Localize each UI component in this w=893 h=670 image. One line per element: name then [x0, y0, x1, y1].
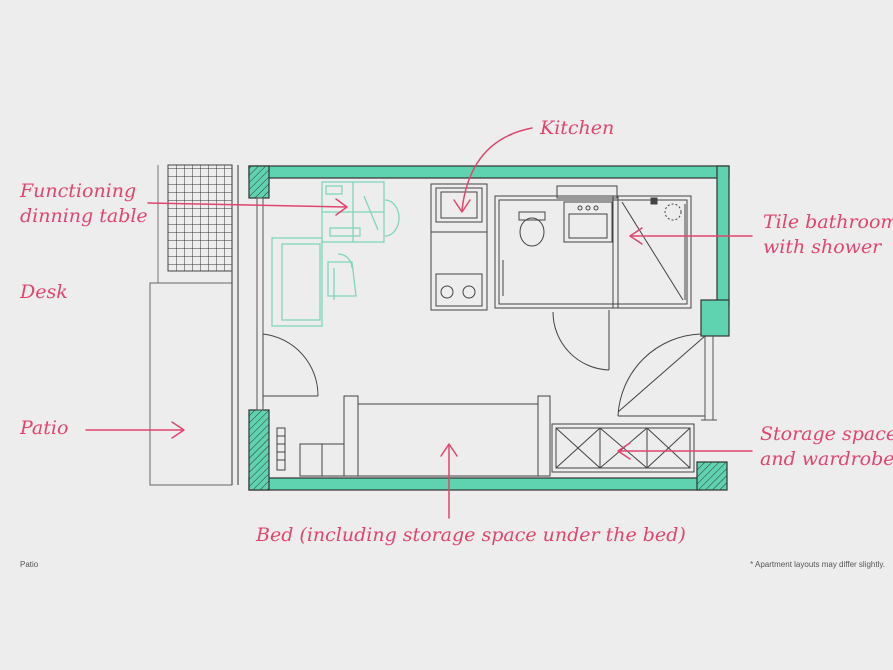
dining-table — [321, 181, 400, 243]
bed — [299, 395, 551, 477]
footer-left-text: Patio — [20, 560, 39, 569]
patio-area — [149, 164, 239, 486]
desk — [271, 237, 357, 327]
exterior-walls — [248, 165, 730, 491]
patio-door — [262, 333, 319, 404]
radiator — [276, 427, 286, 471]
bathroom-label: Tile bathroom with shower — [763, 211, 893, 258]
patio-label: Patio — [20, 417, 69, 439]
dining-table-label: Functioning dinning table — [20, 180, 148, 227]
bed-label: Bed (including storage space under the b… — [256, 524, 686, 546]
kitchen-unit — [430, 183, 488, 311]
storage-label: Storage space and wardrobe — [760, 423, 893, 470]
desk-label: Desk — [20, 281, 68, 303]
entry-door — [617, 333, 706, 417]
kitchen-label: Kitchen — [540, 117, 615, 139]
bathroom — [494, 185, 692, 309]
dining-arrow — [147, 202, 347, 208]
footer-disclaimer: * Apartment layouts may differ slightly. — [750, 560, 885, 569]
annotation-arrows — [85, 127, 753, 519]
wardrobe — [551, 423, 695, 473]
kitchen-arrow — [461, 127, 533, 211]
bathroom-door — [552, 310, 610, 371]
